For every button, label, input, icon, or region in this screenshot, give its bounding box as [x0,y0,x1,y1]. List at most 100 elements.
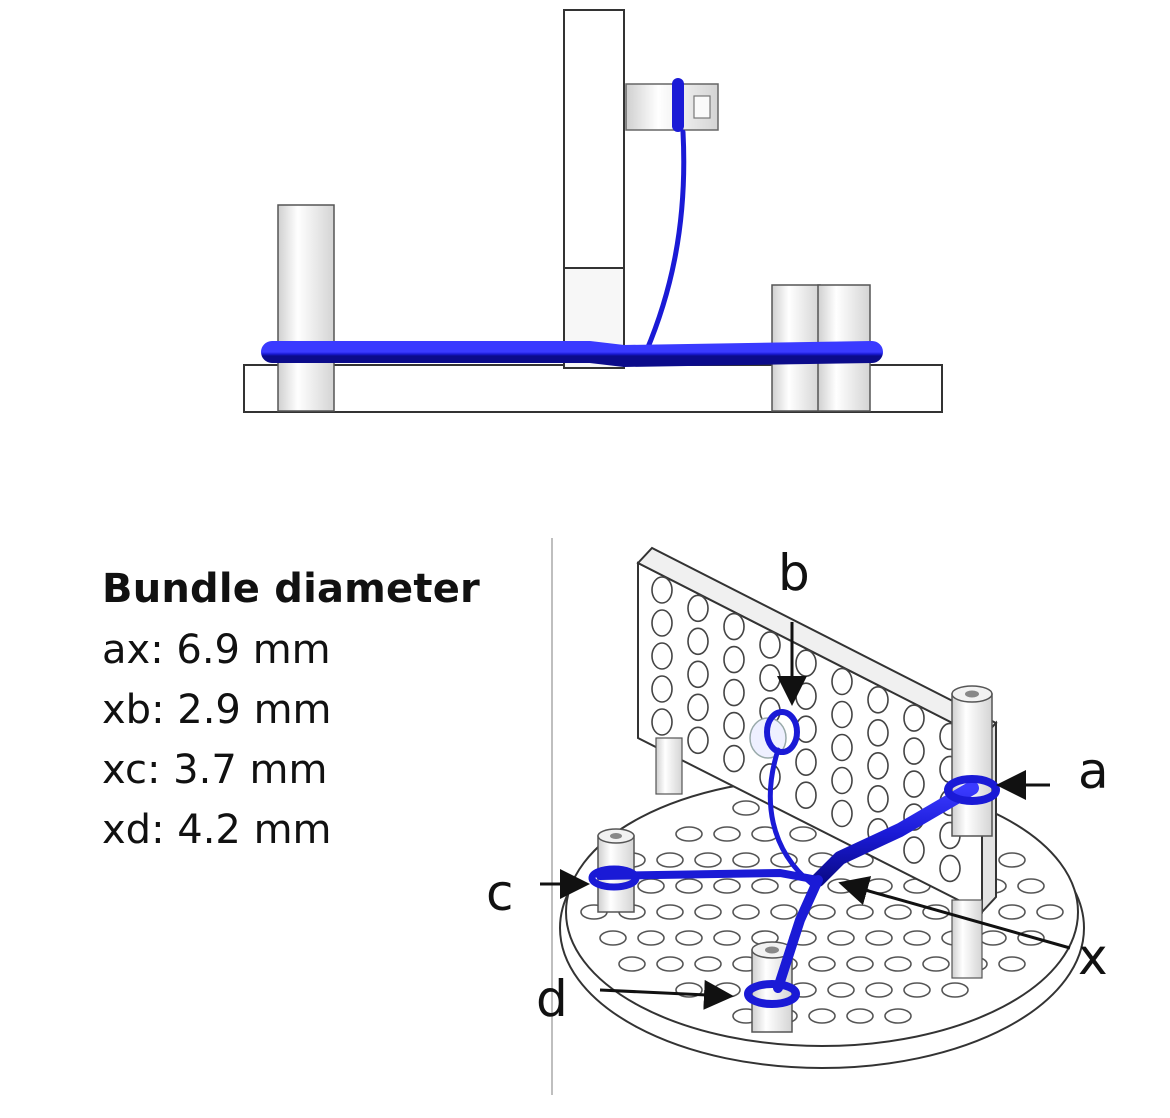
plate-hole [789,826,817,842]
board-hole [867,685,889,714]
iso-pillar-a [951,693,993,837]
plate-hole [656,852,684,868]
iso-bundle-xd [773,875,823,993]
board-hole [651,675,673,703]
plate-hole [846,1008,874,1024]
board-hole [651,576,673,604]
plate-hole [732,852,760,868]
callout-arrow-x [838,876,1071,950]
board-hole [831,766,853,795]
plate-hole [713,878,741,894]
side-bundle-ring [672,78,684,132]
callout-label-c: c [486,864,514,922]
plate-hole [979,930,1007,946]
plate-hole [656,904,684,920]
board-hole [723,711,745,740]
board-hole [795,649,817,678]
board-hole [795,748,817,777]
board-hole [831,667,853,696]
plate-hole [656,956,684,972]
plate-hole [1036,904,1064,920]
board-hole [687,726,709,755]
plate-hole [808,956,836,972]
callout-label-b: b [778,544,810,602]
board-hole [723,744,745,773]
board-hole [903,704,925,732]
board-hole [831,733,853,762]
legend-segment: xc [102,747,147,793]
board-hole [831,799,853,828]
side-bundle-main [261,341,883,367]
board-hole [687,594,709,623]
board-hole [651,642,673,670]
plate-hole [637,878,665,894]
iso-pillar-a-hole [965,690,979,698]
legend-segment: ax [102,627,151,673]
plate-hole [998,852,1026,868]
iso-pillar-c-hole [610,833,622,839]
board-hole [723,678,745,707]
board-hole [939,854,961,883]
legend-value: 3.7 mm [173,747,328,793]
plate-hole [1017,878,1045,894]
plate-hole [865,982,893,998]
plate-hole [675,930,703,946]
iso-bundle-xc [596,868,822,884]
side-vertical-board [563,9,625,269]
legend-segment: xb [102,687,152,733]
legend-row-xd: xd: 4.2 mm [102,807,332,853]
plate-hole [941,982,969,998]
plate-hole [694,904,722,920]
legend-title: Bundle diameter [102,566,480,612]
plate-hole [808,904,836,920]
board-hole [723,645,745,674]
side-left-pillar [277,204,335,412]
plate-hole [884,904,912,920]
iso-pillar-d-hole [765,946,779,954]
side-bundle-branch [643,129,687,355]
legend-segment: xd [102,807,152,853]
side-connector-tip [693,95,711,119]
plate-hole [751,878,779,894]
board-hole [687,627,709,656]
plate-hole [998,956,1026,972]
board-hole [795,682,817,711]
board-hole [867,718,889,747]
iso-board-leg-1 [655,737,683,795]
legend-row-xb: xb: 2.9 mm [102,687,332,733]
board-hole [903,836,925,864]
plate-hole [846,904,874,920]
callout-label-a: a [1078,742,1109,800]
plate-hole [827,982,855,998]
iso-ring-c [588,865,640,891]
plate-hole [732,904,760,920]
plate-hole [808,1008,836,1024]
plate-hole [903,982,931,998]
board-hole [759,664,781,692]
board-hole [831,700,853,729]
iso-bundle-xb [767,747,815,887]
board-hole [687,660,709,689]
board-hole [651,708,673,736]
isometric-view: b a c d x [486,544,1109,1069]
callout-label-d: d [536,970,568,1028]
plate-hole [618,956,646,972]
side-view [243,9,943,413]
plate-hole [846,956,874,972]
plate-hole [827,930,855,946]
plate-hole [884,956,912,972]
legend-value: 6.9 mm [176,627,331,673]
legend-row-ax: ax: 6.9 mm [102,627,331,673]
board-hole [903,770,925,798]
board-hole [867,784,889,813]
board-hole [903,737,925,765]
plate-hole [770,904,798,920]
board-hole [687,693,709,722]
board-hole [759,631,781,659]
board-hole [723,612,745,641]
plate-hole [713,826,741,842]
callout-arrow-d [599,979,734,1010]
plate-hole [694,956,722,972]
